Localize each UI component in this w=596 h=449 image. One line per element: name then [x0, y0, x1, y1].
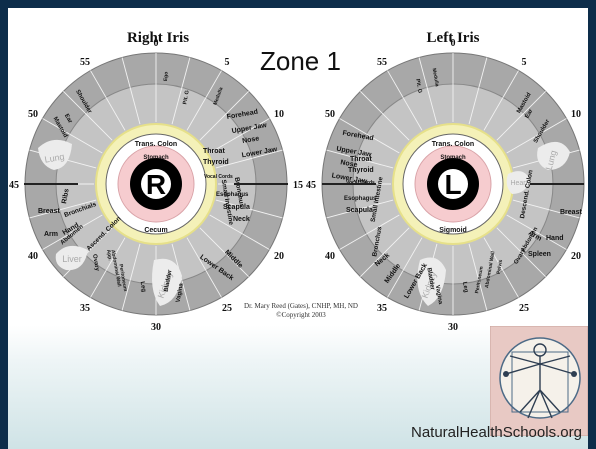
right-iris-liver-label: Liver [62, 254, 82, 264]
website-url: NaturalHealthSchools.org [411, 424, 582, 441]
clock-number: 15 [293, 180, 303, 191]
clock-number: 55 [80, 57, 90, 68]
copyright-credit: Dr. Mary Reed (Gates), CNHP, MH, ND ©Cop… [226, 302, 376, 320]
clock-number: 55 [377, 57, 387, 68]
clock-number: 0 [451, 38, 456, 49]
credit-copyright: ©Copyright 2003 [226, 311, 376, 320]
clock-number: 35 [377, 303, 387, 314]
right-iris-arm-label: Arm [44, 231, 58, 238]
left-iris-thyroid-label: Thyroid [348, 167, 374, 174]
clock-number: 25 [519, 303, 529, 314]
left-iris-ring-top-label: Trans. Colon [432, 141, 474, 148]
right-iris-ring-bottom-label: Cecum [144, 227, 167, 234]
clock-number: 5 [225, 57, 230, 68]
left-iris-hand-label: Hand [546, 235, 564, 242]
right-iris-neck-label: Neck [233, 216, 250, 223]
slide: Right Iris R Trans. Colon Stomach Cecum … [8, 8, 588, 449]
right-iris-esophagus-label: Esophagus [216, 192, 249, 198]
left-iris-scapula-label: Scapula [346, 207, 373, 214]
left-iris-ring-bottom-label: Sigmoid [439, 227, 467, 234]
vitruvian-man-logo [490, 326, 588, 436]
clock-number: 45 [306, 180, 316, 191]
organ-label: Ego [163, 72, 170, 82]
clock-number: 40 [325, 251, 335, 262]
left-iris-breast-label: Breast [560, 209, 582, 216]
right-iris-vocal-cords-label: Vocal Cords [204, 174, 233, 180]
clock-number: 10 [571, 109, 581, 120]
clock-number: 35 [80, 303, 90, 314]
right-iris-scapula-label: Scapula [223, 204, 250, 211]
right-iris-breast-label: Breast [38, 208, 60, 215]
right-iris-stomach-label: Stomach [143, 155, 169, 161]
clock-number: 40 [28, 251, 38, 262]
credit-author: Dr. Mary Reed (Gates), CNHP, MH, ND [226, 302, 376, 311]
left-iris-stomach-label: Stomach [440, 155, 466, 161]
clock-number: 50 [325, 109, 335, 120]
right-iris-thyroid-label: Thyroid [203, 159, 229, 166]
left-iris-center-letter: L [444, 169, 461, 200]
clock-number: 5 [522, 57, 527, 68]
clock-number: 20 [274, 251, 284, 262]
clock-number: 20 [571, 251, 581, 262]
clock-number: 30 [151, 322, 161, 333]
clock-number: 30 [448, 322, 458, 333]
clock-number: 50 [28, 109, 38, 120]
right-iris-throat-label: Throat [203, 148, 225, 155]
right-iris: Right Iris R Trans. Colon Stomach Cecum … [9, 30, 303, 333]
right-iris-center-letter: R [146, 169, 166, 200]
left-iris-esophagus-label: Esophagus [344, 196, 377, 202]
right-iris-ring-top-label: Trans. Colon [135, 141, 177, 148]
left-iris-throat-label: Throat [350, 156, 372, 163]
left-iris: Left Iris L Trans. Colon Stomach Sigmoid… [306, 30, 588, 333]
clock-number: 10 [274, 109, 284, 120]
slide-title: Zone 1 [260, 46, 341, 77]
clock-number: 0 [154, 38, 159, 49]
clock-number: 45 [9, 180, 19, 191]
left-iris-spleen-label: Spleen [528, 251, 551, 258]
